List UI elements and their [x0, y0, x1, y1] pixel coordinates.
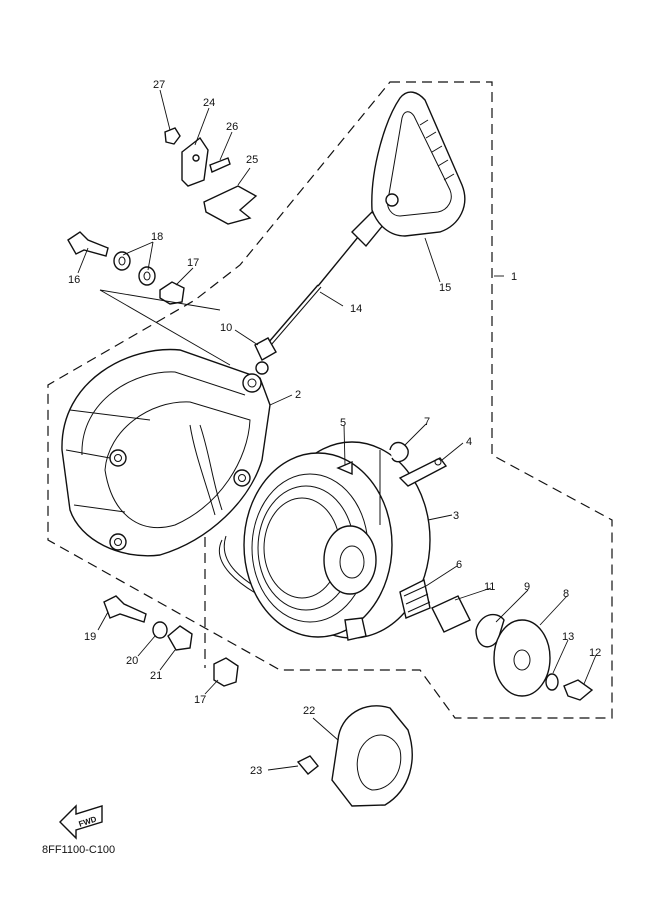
screw-23 — [296, 755, 319, 775]
callout-25: 25 — [246, 154, 258, 166]
bolt-16 — [67, 231, 109, 257]
bolt-19 — [103, 595, 147, 623]
washer-18a — [113, 251, 131, 271]
ratchet-9 — [475, 613, 505, 648]
collar-11 — [431, 595, 471, 633]
callout-24: 24 — [203, 97, 215, 109]
callout-6: 6 — [456, 559, 462, 571]
spring-7 — [389, 441, 409, 463]
callout-8: 8 — [563, 588, 569, 600]
callout-14: 14 — [350, 303, 362, 315]
callout-4: 4 — [466, 436, 472, 448]
callout-17-upper: 17 — [187, 257, 199, 269]
callout-23: 23 — [250, 765, 262, 777]
callout-20: 20 — [126, 655, 138, 667]
rope-end-10 — [254, 337, 277, 361]
callout-10: 10 — [220, 322, 232, 334]
upper-fasteners — [67, 231, 231, 366]
bracket-group — [164, 127, 258, 225]
drive-plate-8 — [493, 619, 551, 697]
rope-segment-14 — [261, 284, 319, 351]
starter-handle — [371, 91, 466, 237]
lower-fasteners — [103, 595, 239, 687]
callout-18: 18 — [151, 231, 163, 243]
callout-5: 5 — [340, 417, 346, 429]
bracket-24 — [181, 136, 209, 187]
callout-3: 3 — [453, 510, 459, 522]
clip-25 — [203, 185, 258, 225]
washer-13 — [545, 673, 559, 691]
callout-19: 19 — [84, 631, 96, 643]
collar-17a — [159, 281, 185, 305]
fwd-arrow-icon: FWD — [59, 804, 103, 840]
callout-1: 1 — [511, 271, 517, 283]
callout-16: 16 — [68, 274, 80, 286]
washer-20 — [152, 621, 168, 639]
spring-6 — [399, 578, 431, 619]
callout-27: 27 — [153, 79, 165, 91]
callout-11: 11 — [484, 581, 495, 593]
callout-2: 2 — [295, 389, 301, 401]
pawl-4 — [398, 457, 448, 487]
callout-21: 21 — [150, 670, 162, 682]
drive-components — [399, 578, 505, 648]
callout-7: 7 — [424, 416, 430, 428]
starter-housing — [61, 348, 271, 557]
callout-17-lower: 17 — [194, 694, 206, 706]
assembly-outline — [47, 81, 613, 719]
collar-17b — [213, 657, 239, 687]
cover-22 — [331, 705, 413, 807]
washer-18b — [138, 266, 156, 286]
drawing-code: 8FF1100-C100 — [42, 844, 115, 856]
callout-15: 15 — [439, 282, 451, 294]
rope-reel — [243, 441, 431, 641]
callout-13: 13 — [562, 631, 574, 643]
callout-9: 9 — [524, 581, 530, 593]
bolt-26 — [209, 157, 231, 173]
leader-lines — [77, 89, 597, 771]
callout-12: 12 — [589, 647, 601, 659]
nut-21 — [167, 625, 193, 651]
nut-27 — [164, 127, 181, 145]
callout-26: 26 — [226, 121, 238, 133]
bolt-12 — [563, 679, 594, 701]
callout-22: 22 — [303, 705, 315, 717]
